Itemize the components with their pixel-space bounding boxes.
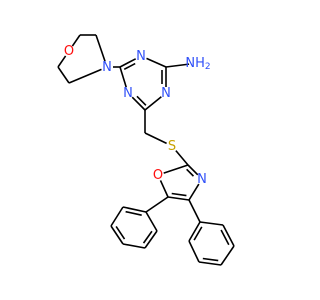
bond-pb4-pb5 — [220, 245, 235, 266]
bond-C_tri2-NH2 — [165, 63, 190, 68]
atom-label-n-tri-right: N — [161, 86, 171, 101]
bond-pb2-pb3 — [188, 240, 200, 263]
bond-C_tri1-N_tri_top-inner — [123, 62, 136, 71]
atom-label-o-morph: O — [64, 44, 74, 59]
atom-label-n-morph: N — [102, 60, 112, 75]
bond-pb3-pb4-inner — [202, 257, 219, 262]
bond-N_tri_right-C_tri3 — [144, 96, 162, 111]
bond-pb5-pb6-inner — [220, 229, 230, 246]
bond-C_ox5-O_ox — [159, 180, 169, 198]
atom-symbol: O — [153, 168, 163, 183]
bond-O_ox-C_ox2 — [163, 164, 189, 174]
bond-pa2-pa3 — [110, 206, 124, 227]
bond-C_ox4-C_ox5 — [167, 196, 190, 201]
bond-pa3-pa4 — [110, 225, 124, 245]
bond-C_ox2-N_ox — [187, 164, 199, 176]
bond-pa5-pa6-inner — [142, 230, 153, 244]
atom-label-nh2: NH2 — [185, 56, 210, 73]
bond-pa1-pa2-inner — [125, 210, 142, 216]
bond-N_morph-m4 — [68, 68, 102, 84]
bond-N_ox-C_ox4 — [188, 183, 200, 201]
bond-pa1-pa2 — [122, 206, 147, 213]
bond-N_tri_top-C_tri2 — [146, 57, 167, 68]
bond-pa6-pa1 — [145, 211, 158, 232]
bond-CH2-S — [144, 132, 167, 145]
bond-C_ox4-C_ox5-inner — [171, 192, 187, 197]
bond-C_ox4-pb1 — [188, 199, 201, 223]
atom-symbol: S — [168, 139, 176, 154]
bond-m3-O_morph — [57, 55, 67, 68]
bond-C_tri1-N_tri_top — [119, 58, 137, 68]
bond-layer — [57, 34, 235, 266]
bond-m4-m3 — [57, 66, 70, 84]
atom-label-o-ox: O — [153, 168, 163, 183]
bond-m2-N_morph — [95, 34, 106, 62]
bond-C_tri3-N_tri_left — [131, 96, 146, 111]
atom-subscript: 2 — [205, 62, 211, 72]
atom-symbol: O — [64, 44, 74, 59]
atom-label-n-ox: N — [197, 172, 207, 187]
bond-pb5-pb6 — [222, 224, 235, 247]
bond-pa5-pa6 — [144, 230, 158, 249]
atom-symbol: N — [197, 172, 207, 187]
atom-label-n-tri-top: N — [136, 49, 146, 64]
bond-C_ox5-pa1 — [145, 196, 169, 213]
bond-pb6-pb1 — [199, 221, 224, 226]
atom-symbol: N — [161, 86, 171, 101]
bond-pb1-pb2-inner — [193, 226, 203, 241]
bond-pa3-pa4-inner — [115, 226, 126, 240]
atom-label-s: S — [168, 139, 176, 154]
bond-pa4-pa5 — [122, 243, 146, 249]
bond-O_morph-m1 — [71, 34, 81, 47]
bond-C_tri3-N_tri_left-inner — [136, 95, 147, 106]
atom-symbol: N — [102, 60, 112, 75]
bond-N_tri_left-C_tri1 — [119, 66, 128, 88]
bond-pb3-pb4 — [198, 261, 222, 266]
atom-label-n-tri-left: N — [123, 86, 133, 101]
atom-symbol: NH — [185, 56, 205, 71]
atom-symbol: N — [136, 49, 146, 64]
atom-symbol: N — [123, 86, 133, 101]
bond-pb1-pb2 — [188, 221, 201, 242]
bond-S-C_ox2 — [175, 150, 189, 166]
bond-C_ox2-N_ox-inner — [186, 168, 195, 177]
